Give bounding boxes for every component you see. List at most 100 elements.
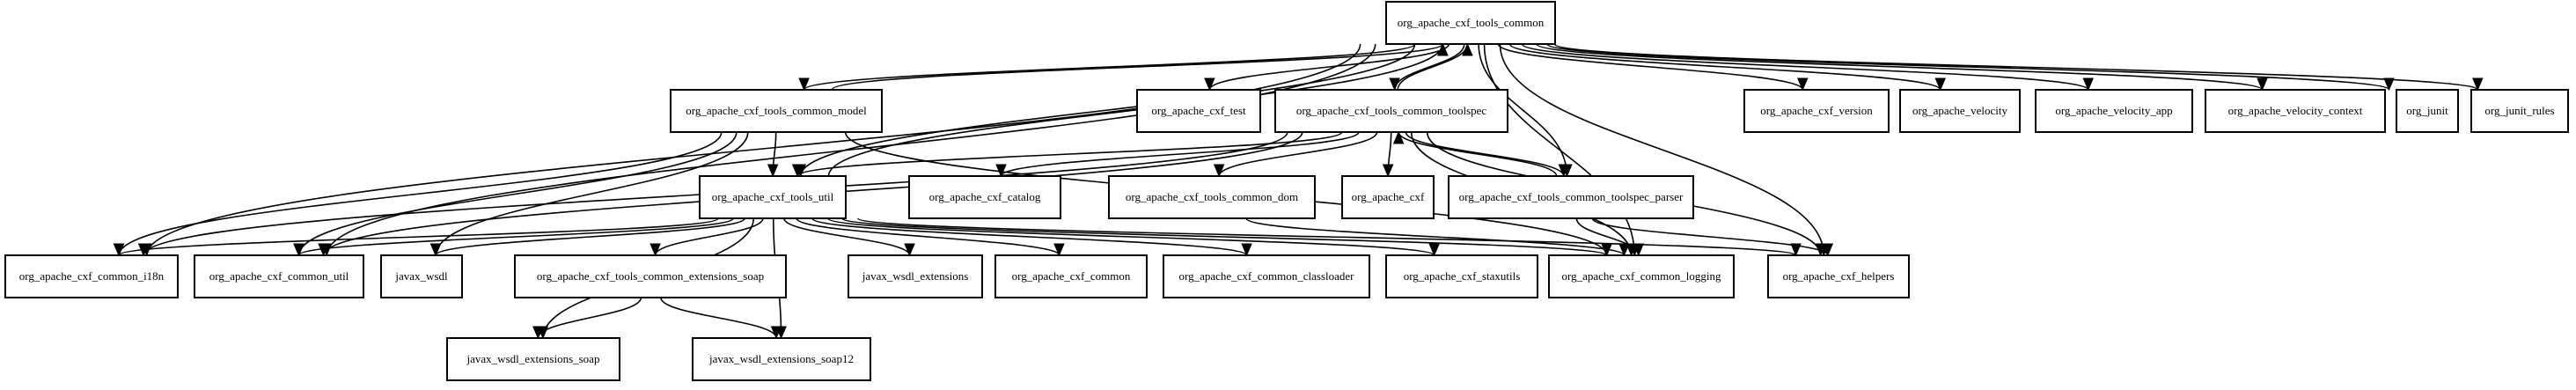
node-parser: org_apache_cxf_tools_common_toolspec_par… <box>1448 175 1694 219</box>
edge-line <box>1398 131 1558 177</box>
node-box <box>1274 89 1508 133</box>
node-velocity: org_apache_velocity <box>1899 89 2021 133</box>
node-common: org_apache_cxf_tools_common <box>1385 1 1556 45</box>
edge-line <box>1245 217 1626 256</box>
node-logging: org_apache_cxf_common_logging <box>1548 254 1735 298</box>
arrowhead <box>2082 77 2095 92</box>
node-box <box>1136 89 1261 133</box>
edge-line <box>796 131 1343 177</box>
node-cxf: org_apache_cxf <box>1341 175 1435 219</box>
edge-line <box>145 43 1361 256</box>
arrowhead <box>1618 243 1630 257</box>
arrowhead <box>1204 77 1215 92</box>
edge-common-to-velocity <box>1508 43 1947 92</box>
node-label: org_apache_cxf_common_util <box>209 269 349 283</box>
node-label: org_junit_rules <box>2484 104 2554 117</box>
node-junit: org_junit <box>2396 89 2459 133</box>
edge-line <box>1478 43 1568 177</box>
edge-util-to-wsdl-ext <box>783 217 915 257</box>
node-box <box>994 254 1148 298</box>
edge-line <box>857 217 1797 256</box>
edge-common-to-toolspec <box>1389 43 1465 92</box>
arrowhead <box>798 77 810 92</box>
node-box <box>2205 89 2386 133</box>
node-box <box>1108 175 1316 219</box>
node-label: javax_wsdl_extensions_soap <box>466 352 600 365</box>
node-staxutils: org_apache_cxf_staxutils <box>1385 254 1538 298</box>
node-label: org_apache_cxf_tools_common_extensions_s… <box>537 269 764 283</box>
arrowhead <box>113 243 125 257</box>
edge-line <box>1521 43 2089 91</box>
node-wsdl-ext: javax_wsdl_extensions <box>848 254 983 298</box>
edge-toolspec-to-catalog <box>995 131 1360 178</box>
node-box <box>2396 89 2459 133</box>
node-label: org_apache_cxf_version <box>1760 104 1873 117</box>
edge-model-to-util <box>767 131 779 178</box>
edge-line <box>435 217 745 256</box>
edge-ext-soap-to-wsdl-soap12 <box>660 297 782 340</box>
arrowhead <box>1389 77 1400 92</box>
node-label: org_apache_cxf_catalog <box>929 190 1041 203</box>
node-label: org_apache_velocity <box>1912 104 2008 117</box>
node-model: org_apache_cxf_tools_common_model <box>670 89 883 133</box>
node-label: org_apache_cxf_staxutils <box>1404 269 1521 283</box>
arrowhead <box>2257 77 2268 92</box>
arrowhead <box>1462 42 1473 56</box>
arrowhead <box>1428 243 1440 257</box>
arrowhead <box>1790 243 1802 257</box>
node-box <box>692 337 871 381</box>
node-box <box>670 89 883 133</box>
edge-line <box>1000 131 1360 177</box>
node-wsdl-soap12: javax_wsdl_extensions_soap12 <box>692 337 871 381</box>
node-helpers: org_apache_cxf_helpers <box>1767 254 1910 298</box>
edge-toolspec-to-common <box>1397 42 1473 91</box>
edge-ext-soap-to-wsdl-soap <box>532 297 642 340</box>
node-util: org_apache_cxf_tools_util <box>699 175 847 219</box>
node-label: org_apache_cxf_helpers <box>1783 269 1895 283</box>
node-box <box>2470 89 2569 133</box>
edge-line <box>1218 131 1378 177</box>
edge-parser-to-toolspec <box>1392 130 1558 177</box>
edge-layer <box>113 42 2484 340</box>
node-label: org_apache_cxf_tools_common_toolspec_par… <box>1459 190 1684 203</box>
node-velocity-context: org_apache_velocity_context <box>2205 89 2386 133</box>
node-label: org_apache_cxf <box>1352 190 1425 203</box>
node-box <box>380 254 463 298</box>
arrowhead <box>904 243 915 257</box>
edge-line <box>1508 43 1941 91</box>
edge-common-to-helpers <box>1499 43 1830 257</box>
edge-line <box>1536 43 2264 91</box>
node-toolspec: org_apache_cxf_tools_common_toolspec <box>1274 89 1508 133</box>
arrowhead <box>1241 243 1252 257</box>
edge-common-to-junit <box>1546 43 2395 92</box>
edge-util-to-classloader <box>811 217 1252 257</box>
node-box <box>1548 254 1735 298</box>
node-test: org_apache_cxf_test <box>1136 89 1261 133</box>
edge-util-to-ccommon <box>796 217 1065 257</box>
edge-util-to-wsdl <box>429 217 745 257</box>
edge-line <box>826 217 1435 256</box>
edge-toolspec-to-cxf <box>1382 131 1394 178</box>
arrowhead <box>429 243 442 257</box>
node-box <box>1385 1 1556 45</box>
edge-util-to-cutil <box>293 217 734 257</box>
node-label: javax_wsdl_extensions_soap12 <box>708 352 854 365</box>
edge-line <box>1591 217 1829 256</box>
edge-line <box>297 217 734 256</box>
arrowhead <box>650 243 661 257</box>
node-i18n: org_apache_cxf_common_i18n <box>4 254 179 298</box>
node-box <box>514 254 787 298</box>
arrowhead <box>1392 130 1405 144</box>
node-label: org_apache_cxf_common_logging <box>1562 269 1721 283</box>
node-label: javax_wsdl <box>394 269 448 283</box>
arrowhead <box>532 326 544 340</box>
edge-line <box>537 297 642 339</box>
edge-line <box>803 43 1416 91</box>
node-layer: org_apache_cxf_tools_common org_apache_cx… <box>4 1 2569 381</box>
edge-line <box>783 217 911 256</box>
edge-dom-to-logging <box>1245 217 1630 257</box>
arrowhead <box>1934 77 1947 92</box>
edge-line <box>118 131 723 256</box>
node-label: org_apache_velocity_context <box>2228 104 2363 117</box>
